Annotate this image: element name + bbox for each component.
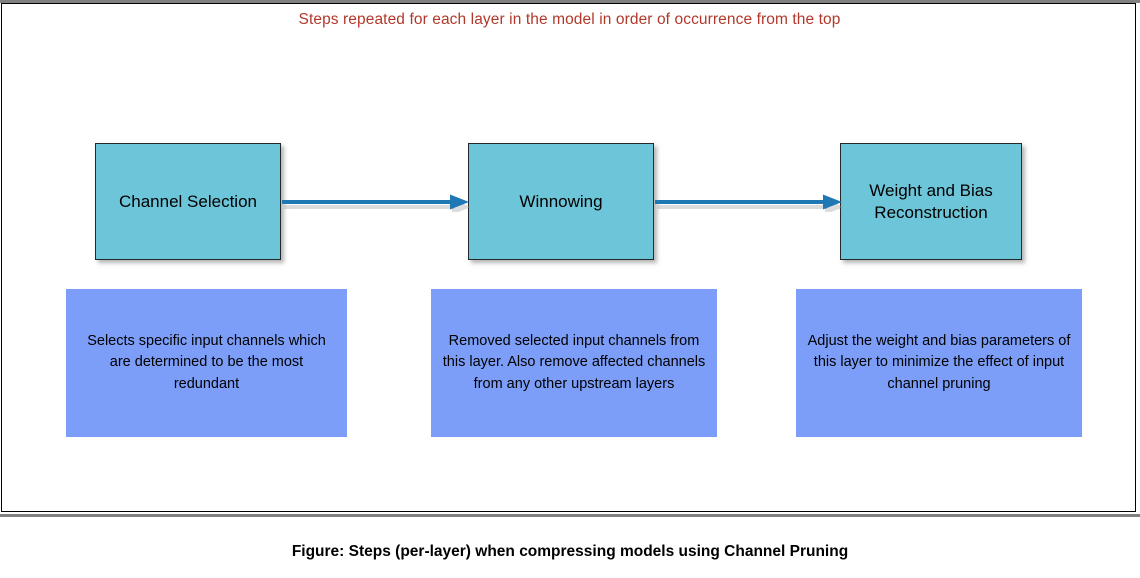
step-box-label: Weight and Bias Reconstruction (869, 181, 993, 222)
figure-caption: Figure: Steps (per-layer) when compressi… (291, 543, 849, 560)
description-text: Selects specific input channels which ar… (87, 332, 326, 392)
step-box-channel-selection[interactable]: Channel Selection (95, 143, 281, 260)
description-box-weight-and-bias-reconstruction: Adjust the weight and bias parameters of… (796, 289, 1082, 437)
step-box-label: Winnowing (519, 191, 603, 211)
figure-frame: Steps repeated for each layer in the mod… (1, 3, 1136, 512)
description-text: Removed selected input channels from thi… (442, 332, 706, 392)
step-box-weight-and-bias-reconstruction[interactable]: Weight and Bias Reconstruction (840, 143, 1022, 260)
description-box-winnowing: Removed selected input channels from thi… (431, 289, 717, 437)
arrow-step2-to-step3-icon (655, 194, 843, 212)
top-divider-rule (0, 0, 1140, 3)
top-annotation-text: Steps repeated for each layer in the mod… (298, 11, 841, 28)
step-box-winnowing[interactable]: Winnowing (468, 143, 654, 260)
description-box-channel-selection: Selects specific input channels which ar… (66, 289, 347, 437)
description-text: Adjust the weight and bias parameters of… (807, 332, 1071, 392)
step-box-label: Channel Selection (119, 191, 257, 211)
arrow-step1-to-step2-icon (282, 194, 470, 212)
bottom-divider-rule (0, 514, 1140, 517)
